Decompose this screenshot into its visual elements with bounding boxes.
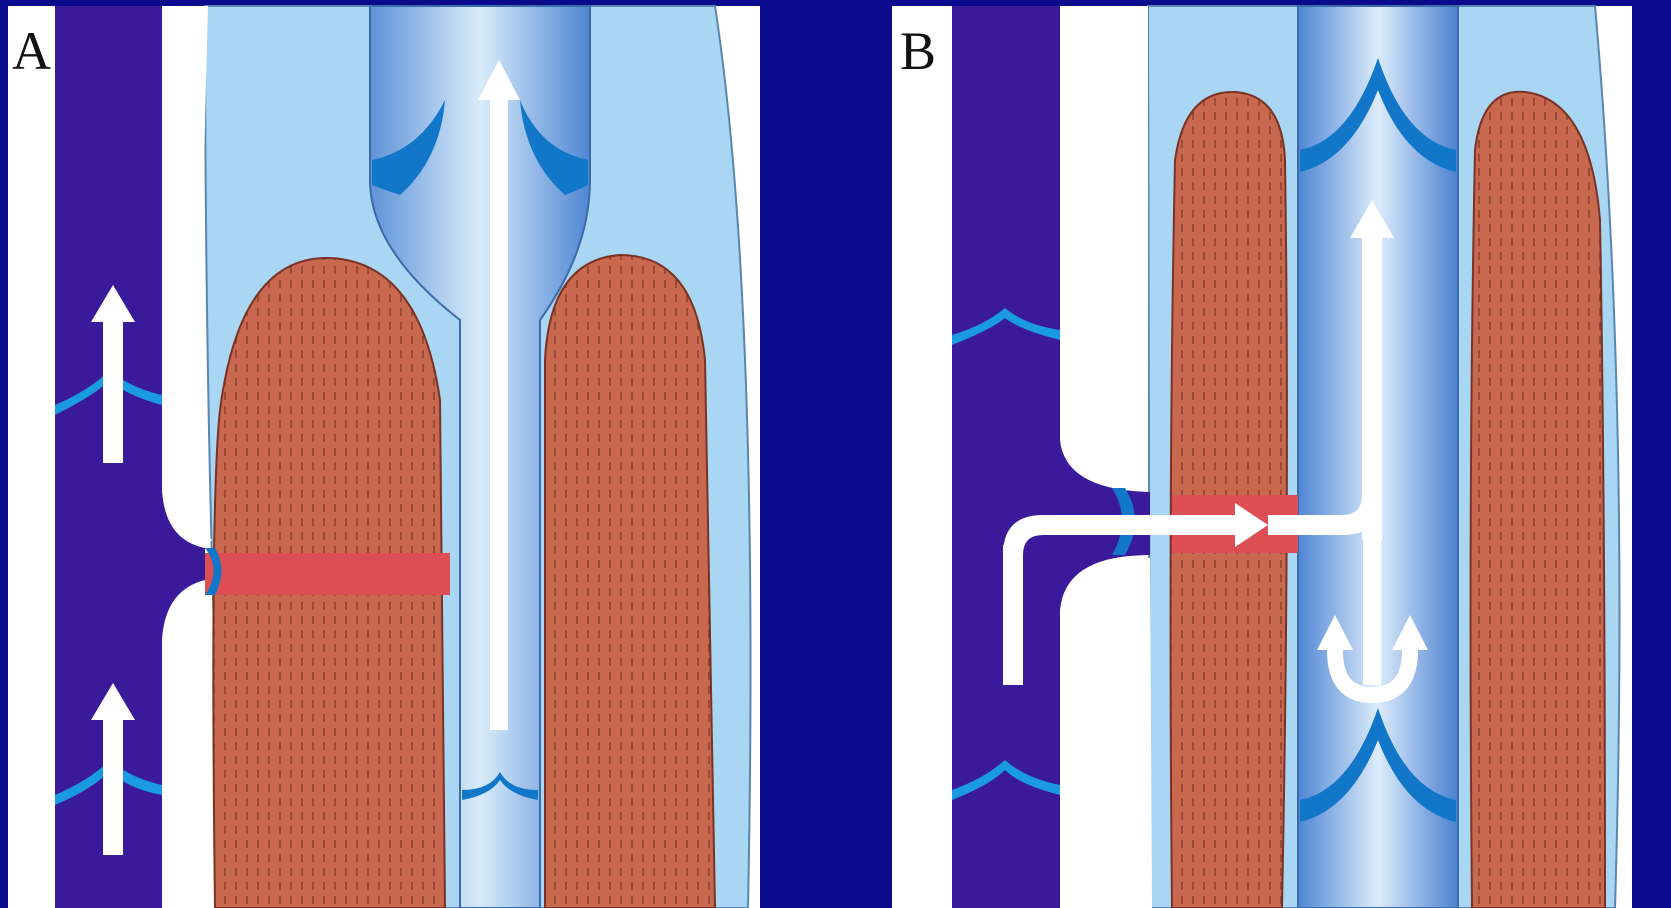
panel-a	[8, 6, 760, 908]
panel-a-label: A	[12, 24, 51, 78]
panel-a-muscle-right-fibers	[545, 255, 715, 908]
panel-a-perforator-band	[205, 553, 450, 595]
panel-b-muscle-right-fibers	[1471, 92, 1605, 908]
panel-a-gap-lower	[162, 590, 210, 908]
panel-b	[892, 6, 1632, 908]
panel-b-label: B	[900, 24, 936, 78]
panel-b-gap-lower	[1060, 558, 1152, 908]
panel-b-gap-upper	[1060, 6, 1148, 470]
